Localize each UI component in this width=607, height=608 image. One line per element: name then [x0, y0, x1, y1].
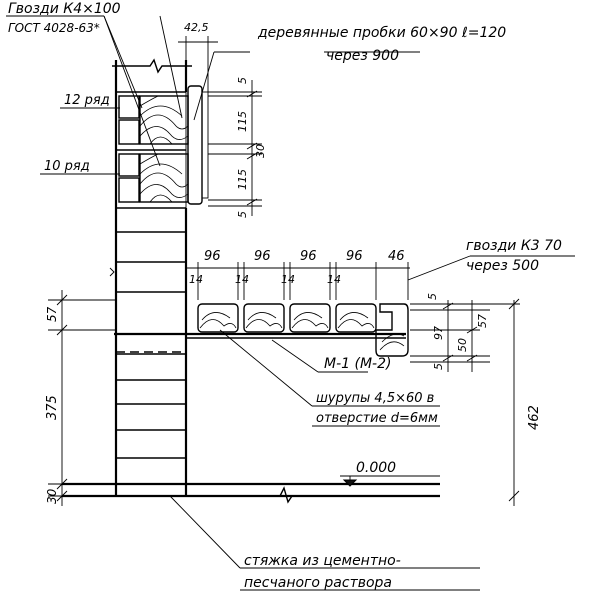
dim-5-top: 5: [236, 77, 249, 84]
nails-k3-line2: через 500: [466, 258, 539, 274]
board-width-3: 96: [300, 249, 317, 264]
left-dim-57: 57: [45, 306, 59, 322]
lining-dimensions: [178, 36, 262, 216]
lining-board: [185, 85, 209, 208]
bar-dimensions: [407, 255, 575, 372]
dim-42-5: 42,5: [184, 21, 209, 34]
gap-4: 14: [327, 273, 341, 286]
nails-k4-label: Гвозди К4×100: [8, 1, 121, 17]
dim-5-bottom: 5: [236, 211, 249, 218]
overall-dim-462: 462: [527, 405, 542, 430]
gap-1: 14: [189, 273, 203, 286]
bar-dim-57: 57: [476, 314, 489, 328]
screws-line1: шурупы 4,5×60 в: [316, 391, 434, 406]
floor-boards: [114, 303, 409, 357]
dim-30-joint: 30: [254, 144, 267, 158]
board-dimensions: [185, 260, 410, 300]
leader-lines-bottom: [169, 329, 480, 591]
annotations: Гвозди К4×100 ГОСТ 4028-63* 42,5 деревян…: [8, 1, 562, 591]
dim-115-upper: 115: [236, 111, 249, 132]
bar-dim-5-bottom: 5: [432, 363, 445, 370]
wooden-plugs: [139, 95, 189, 203]
plugs-label-line1: деревянные пробки 60×90 ℓ=120: [257, 25, 506, 41]
bar-dim-97: 97: [432, 326, 445, 340]
overall-dimension: [508, 298, 520, 506]
nails-k3-line1: гвозди К3 70: [466, 238, 562, 254]
gap-3: 14: [281, 273, 295, 286]
left-dim-30: 30: [45, 488, 59, 504]
bar-dim-5: 5: [426, 293, 439, 300]
screws-line2: отверстие d=6мм: [316, 411, 438, 426]
board-width-4: 96: [346, 249, 363, 264]
level-mark: 0.000: [356, 460, 396, 476]
mark-m1-m2: М-1 (М-2): [324, 356, 391, 372]
brick-wall: [109, 58, 192, 496]
bar-dim-50: 50: [456, 338, 469, 352]
leader-lines-top: [6, 15, 420, 175]
screed-line2: песчаного раствора: [244, 575, 392, 591]
board-width-2: 96: [254, 249, 271, 264]
gost-label: ГОСТ 4028-63*: [8, 21, 100, 35]
row-10-label: 10 ряд: [44, 159, 90, 174]
row-12-label: 12 ряд: [64, 93, 110, 108]
left-dim-375: 375: [45, 395, 60, 420]
plugs-label-line2: через 900: [326, 48, 399, 64]
board-width-1: 96: [204, 249, 221, 264]
floor-slab: [62, 475, 440, 504]
board-width-5: 46: [388, 249, 405, 264]
screed-line1: стяжка из цементно-: [244, 553, 401, 569]
gap-2: 14: [235, 273, 249, 286]
dim-115-lower: 115: [236, 169, 249, 190]
